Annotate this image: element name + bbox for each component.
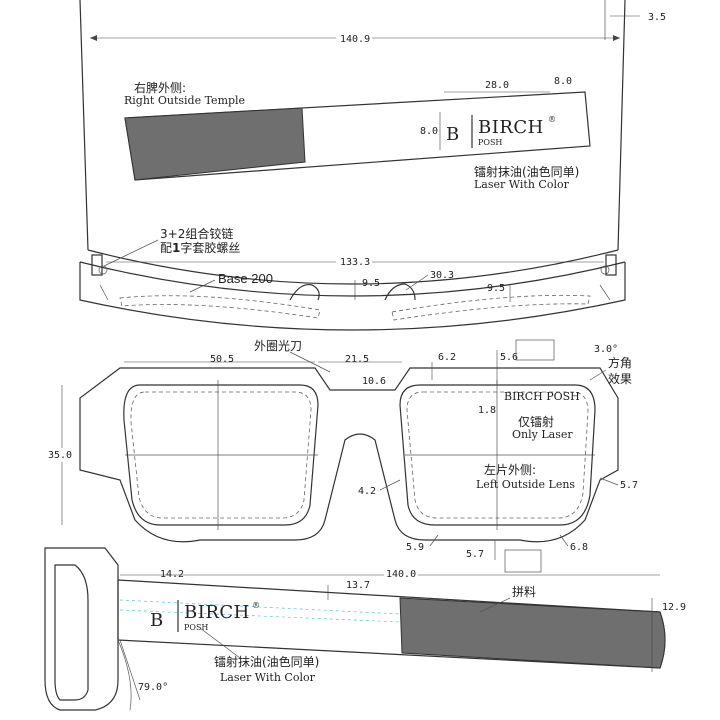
- dim-lens-width-label: 50.5: [210, 354, 234, 365]
- right-temple-title-cn: 右脾外侧:: [134, 80, 186, 95]
- svg-text:®: ®: [252, 601, 260, 610]
- dim-logo-height-label: 8.0: [420, 126, 438, 137]
- lens-left: [123, 384, 319, 526]
- left-temple-monogram: B: [150, 610, 164, 631]
- dim-pad-left-label: 9.5: [362, 278, 380, 289]
- base-curve-label: Base 200: [218, 271, 273, 286]
- front-frame-outline: [79, 367, 619, 543]
- dim-tip-label: 14.2: [160, 569, 184, 580]
- lens-logo: BIRCH POSH: [504, 390, 580, 403]
- hinge-right: [605, 254, 617, 276]
- dim-angle-label: 30.3: [430, 270, 454, 281]
- right-temple-laser-en: Laser With Color: [474, 178, 570, 191]
- hinge-left: [91, 254, 103, 276]
- dim-lens-height-label: 35.0: [48, 450, 72, 461]
- dim-bridge-label: 21.5: [345, 354, 369, 365]
- lens-note-cn: 仅镭射: [518, 414, 554, 429]
- lens-note-en: Only Laser: [512, 428, 573, 441]
- left-temple-splice: [399, 597, 666, 669]
- dim-tilt-label: 3.0°: [594, 344, 618, 355]
- dim-end-height-label: 12.9: [662, 602, 686, 613]
- lens-title-cn: 左片外侧:: [484, 462, 536, 477]
- lens-title-en: Left Outside Lens: [476, 478, 575, 491]
- dim-logo-pos-label: 13.7: [346, 580, 370, 591]
- left-temple: B BIRCH ® POSH 140.0 14.2 13.7 12.9 拼料 镭…: [44, 547, 686, 711]
- dim-temple-length-label: 140.0: [386, 569, 416, 580]
- dim-logo-offset-label: 8.0: [554, 76, 572, 87]
- dim-rim-bottom-right-label: 6.8: [570, 542, 588, 553]
- frame-left-edge: [79, 0, 89, 251]
- top-view: 140.9 3.5 133.3 3+2组合铰链 配1字套胶螺丝 Base 200: [79, 0, 666, 331]
- hinge-note-line2: 配1字套胶螺丝: [160, 240, 240, 255]
- right-temple-title-en: Right Outside Temple: [124, 94, 245, 107]
- lens-right: [399, 384, 596, 526]
- corner-note-2: 效果: [608, 371, 632, 386]
- dim-hinge-height-label: 133.3: [340, 257, 370, 268]
- nose-pad-right: [384, 283, 416, 301]
- frame-right-edge: [617, 0, 626, 251]
- nose-pad-left: [289, 283, 320, 301]
- svg-text:®: ®: [548, 115, 556, 124]
- left-temple-laser-cn: 镭射抹油(油色同单): [214, 654, 319, 669]
- dim-rim-bottom-mid-label: 5.7: [466, 549, 484, 560]
- left-temple-brand: BIRCH: [184, 602, 250, 623]
- dim-rim-side-label: 4.2: [358, 486, 376, 497]
- dim-rim-right-label: 5.6: [500, 352, 518, 363]
- dim-temple-angle-label: 79.0°: [138, 682, 168, 693]
- right-temple-laser-cn: 镭射抹油(油色同单): [474, 164, 579, 179]
- right-temple-monogram: B: [446, 124, 460, 145]
- right-temple: 右脾外侧: Right Outside Temple B BIRCH ® POS…: [124, 76, 591, 191]
- rim-note: 外圈光刀: [254, 339, 302, 353]
- groove-right: [391, 294, 591, 321]
- dim-rim-top-label: 6.2: [438, 352, 456, 363]
- front-view: 50.5 21.5 10.6 6.2 5.6 3.0° 外圈光刀 方角 效果 3…: [48, 339, 638, 573]
- dim-width-label: 140.9: [340, 34, 370, 45]
- front-bar-body: [79, 262, 626, 331]
- dim-hinge-side-label: 5.7: [620, 480, 638, 491]
- temple-endpiece: [44, 547, 119, 711]
- left-temple-brand-sub: POSH: [184, 623, 208, 632]
- dim-right-offset-label: 3.5: [648, 12, 666, 23]
- hinge-note-line1: 3+2组合铰链: [160, 226, 233, 241]
- dim-pad-right-label: 9.5: [487, 283, 505, 294]
- dim-inner-gap-label: 1.8: [478, 405, 496, 416]
- dim-logo-width-label: 28.0: [485, 80, 509, 91]
- splice-note: 拼料: [512, 585, 536, 599]
- dim-rim-bottom-left-label: 5.9: [406, 542, 424, 553]
- left-temple-laser-en: Laser With Color: [220, 671, 316, 684]
- right-temple-brand: BIRCH: [478, 117, 544, 138]
- groove-left: [119, 295, 321, 319]
- dim-bridge-top-label: 10.6: [362, 376, 386, 387]
- corner-note-1: 方角: [608, 355, 632, 370]
- right-temple-brand-sub: POSH: [478, 138, 502, 147]
- right-temple-hatch: [124, 107, 306, 181]
- front-bar-top: [87, 249, 619, 285]
